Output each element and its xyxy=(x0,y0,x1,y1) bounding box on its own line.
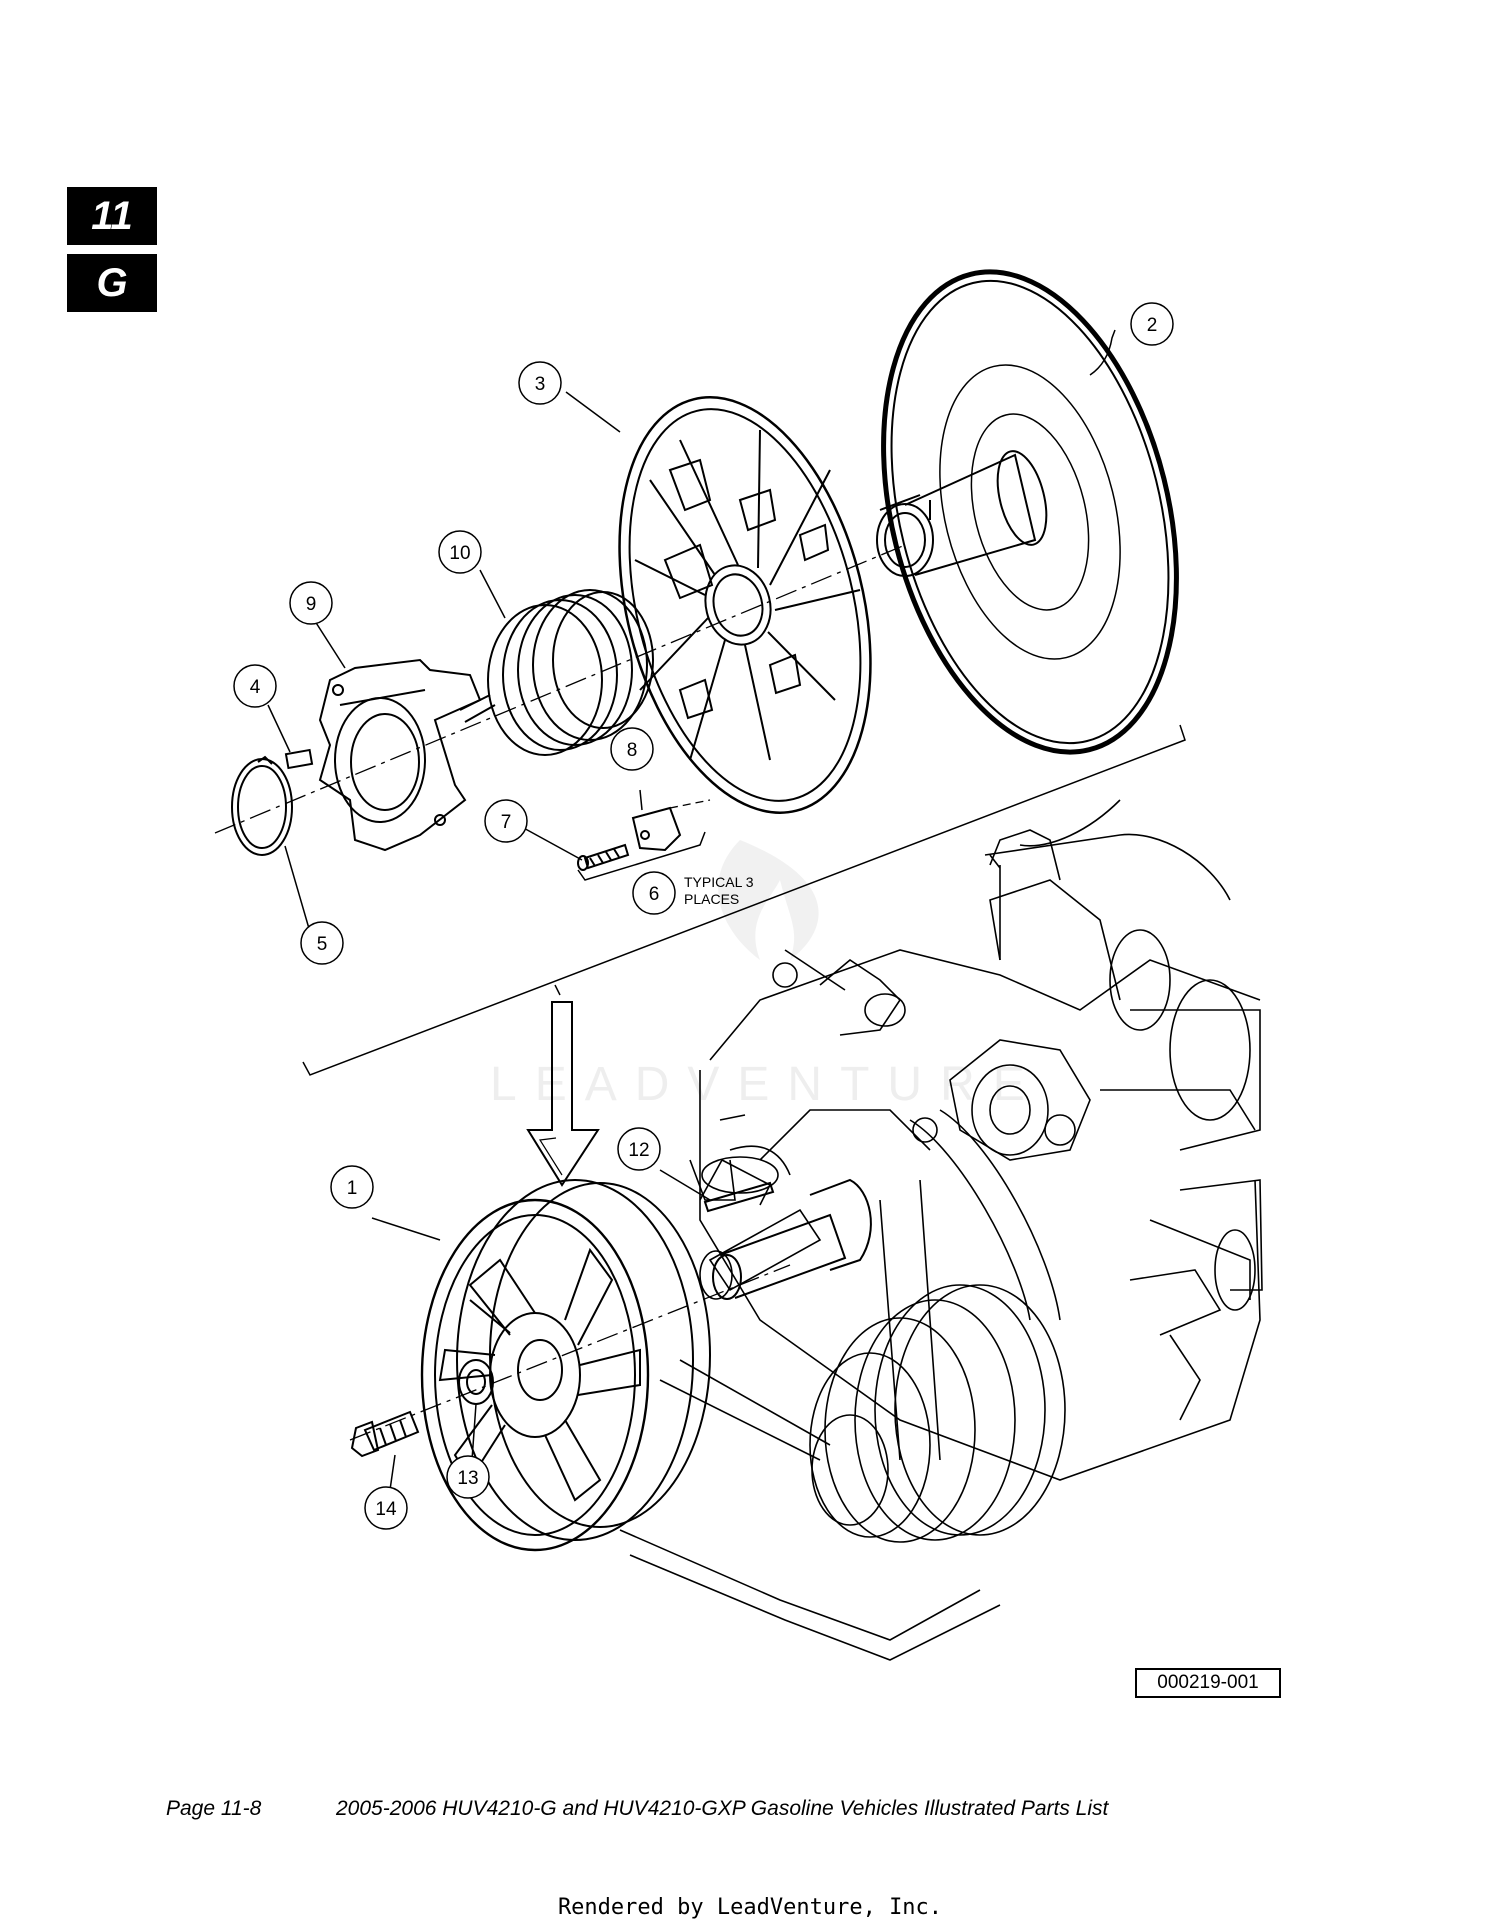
movable-face-part-3 xyxy=(618,396,872,814)
key-part-12 xyxy=(703,1181,775,1213)
note-line-2: PLACES xyxy=(684,891,739,907)
callout-14: 14 xyxy=(364,1486,408,1530)
callout-label: 4 xyxy=(250,677,261,698)
callout-label: 10 xyxy=(449,543,470,564)
callout-label: 5 xyxy=(317,934,328,955)
key-part-4 xyxy=(284,748,314,770)
assembly-arrow xyxy=(526,1001,600,1187)
callout-10: 10 xyxy=(438,530,482,574)
callout-label: 3 xyxy=(535,374,546,395)
callout-label: 12 xyxy=(628,1140,649,1161)
watermark-logo: LEADVENTURE xyxy=(490,840,1043,1111)
callout-12: 12 xyxy=(617,1127,661,1171)
callout-label: 14 xyxy=(375,1499,397,1520)
sheave-part-2 xyxy=(876,269,1179,755)
footer-document-title: 2005-2006 HUV4210-G and HUV4210-GXP Gaso… xyxy=(336,1797,1109,1820)
rendered-by-credit: Rendered by LeadVenture, Inc. xyxy=(557,1895,943,1920)
note-line-1: TYPICAL 3 xyxy=(684,874,754,890)
callout-leaders xyxy=(267,329,1116,1491)
snap-ring-part-5 xyxy=(231,755,293,856)
callouts: 2 3 10 9 4 8 7 6 xyxy=(233,302,1174,1530)
callout-1: 1 xyxy=(330,1165,374,1209)
spring-part-10 xyxy=(459,589,654,756)
section-tab-letter: G xyxy=(67,254,157,312)
callout-9: 9 xyxy=(289,581,333,625)
callout-label: 2 xyxy=(1147,315,1158,336)
callout-label: 9 xyxy=(306,594,317,615)
callout-label: 6 xyxy=(649,884,660,905)
callout-label: 13 xyxy=(457,1468,478,1489)
figure-id: 000219-001 xyxy=(1135,1668,1281,1698)
callout-label: 8 xyxy=(627,740,638,761)
clutch-part-1 xyxy=(420,1179,711,1552)
crankshaft xyxy=(712,1178,872,1300)
footer-page-number: Page 11-8 xyxy=(166,1797,262,1820)
assembly-divider xyxy=(302,724,1186,1076)
section-tab-number: 11 xyxy=(67,187,157,245)
callout-13: 13 xyxy=(446,1455,490,1499)
callout-7: 7 xyxy=(484,799,528,843)
bolt-part-14 xyxy=(350,1410,420,1458)
callout-label: 1 xyxy=(347,1178,358,1199)
washer-part-13 xyxy=(458,1359,494,1405)
button-part-8 xyxy=(631,806,682,852)
callout-5: 5 xyxy=(300,921,344,965)
callout-6: 6 xyxy=(632,871,676,915)
engine-background xyxy=(619,799,1263,1661)
watermark-text: LEADVENTURE xyxy=(490,1058,1043,1111)
callout-3: 3 xyxy=(518,361,562,405)
screw-part-7 xyxy=(577,843,630,871)
callout-4: 4 xyxy=(233,664,277,708)
cam-plate-part-9 xyxy=(318,658,482,852)
callout-8: 8 xyxy=(610,727,654,771)
callout-label: 7 xyxy=(501,812,512,833)
callout-2: 2 xyxy=(1130,302,1174,346)
